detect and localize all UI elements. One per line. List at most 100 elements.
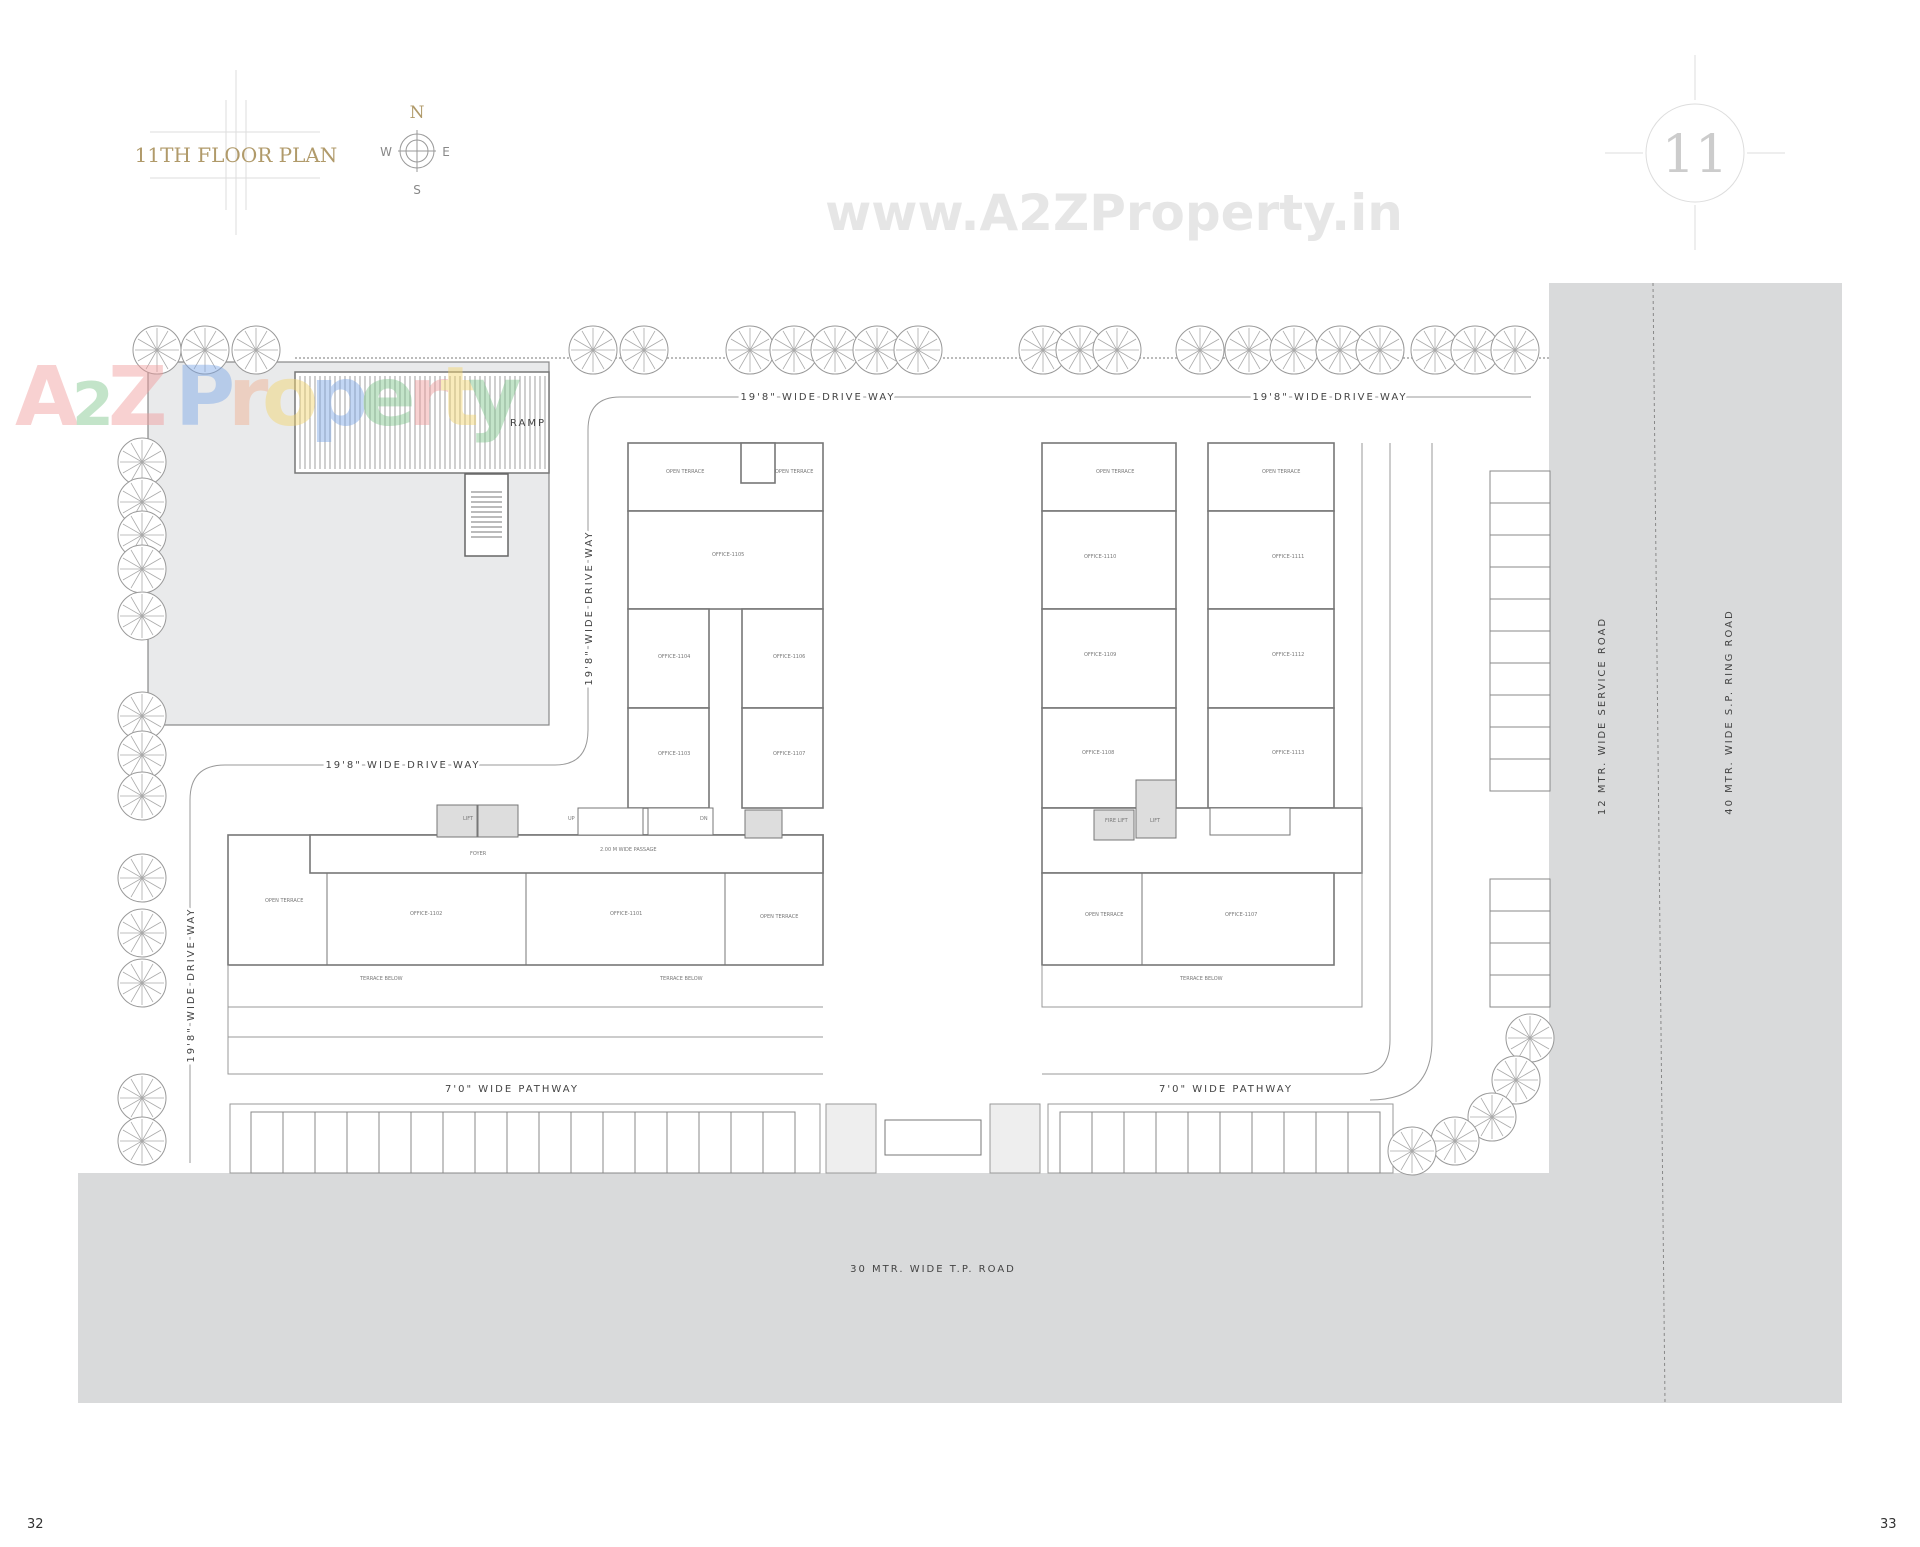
tree-branch	[141, 523, 162, 536]
tree-branch	[141, 715, 162, 728]
tree-branch	[1031, 330, 1044, 351]
tree-icon	[117, 730, 167, 780]
tree-branch	[1474, 349, 1495, 362]
tree-branch	[1229, 338, 1250, 351]
tree-branch	[1379, 338, 1400, 351]
svg-text:P: P	[175, 350, 235, 445]
tree-branch	[592, 349, 613, 362]
tree-branch	[1480, 1116, 1493, 1137]
tree-branch	[1392, 1139, 1413, 1152]
open-terrace-label: OPEN TERRACE	[775, 469, 813, 475]
tree-branch	[1411, 1139, 1432, 1152]
tree-branch	[1529, 1018, 1542, 1039]
tree-branch	[1514, 338, 1535, 351]
tree-branch	[122, 1097, 143, 1110]
trees	[117, 325, 1555, 1176]
tree-branch	[141, 866, 162, 879]
tree-branch	[624, 349, 645, 362]
office-label: OFFICE-1111	[1272, 554, 1304, 560]
tree-branch	[815, 349, 836, 362]
tree-icon	[1092, 325, 1142, 375]
svg-text:y: y	[468, 350, 521, 445]
tree-icon	[117, 544, 167, 594]
title-ornament	[150, 70, 320, 235]
tree-branch	[122, 615, 143, 628]
tree-branch	[141, 877, 154, 898]
tree-icon	[180, 325, 230, 375]
tree-branch	[130, 615, 143, 636]
stair-up-label: UP	[568, 816, 575, 822]
tree-branch	[137, 338, 158, 351]
tree-branch	[1504, 1060, 1517, 1081]
tree-branch	[130, 1121, 143, 1142]
tree-branch	[141, 982, 162, 995]
tree-branch	[1474, 330, 1487, 351]
svg-text:A: A	[15, 350, 79, 445]
tree-branch	[592, 330, 605, 351]
tree-branch	[193, 349, 206, 370]
security-cabin	[884, 1119, 982, 1156]
driveway-label-top-right: 19'8" WIDE DRIVE WAY	[1252, 392, 1407, 403]
tree-icon	[117, 510, 167, 560]
open-terrace-label: OPEN TERRACE	[1085, 912, 1123, 918]
office-label: OFFICE-1113	[1272, 750, 1304, 756]
tree-branch	[141, 913, 154, 934]
tree-branch	[1463, 330, 1476, 351]
tree-branch	[1529, 1026, 1550, 1039]
tree-branch	[1480, 1097, 1493, 1118]
tree-branch	[141, 858, 154, 879]
tree-branch	[1496, 1068, 1517, 1081]
tree-branch	[130, 877, 143, 898]
tree-branch	[1116, 349, 1137, 362]
office-label: OFFICE-1112	[1272, 652, 1304, 658]
tree-branch	[1434, 330, 1447, 351]
svg-text:p: p	[310, 350, 369, 445]
tree-icon	[725, 325, 775, 375]
tree-branch	[122, 866, 143, 879]
tree-branch	[1514, 330, 1527, 351]
tree-branch	[122, 1129, 143, 1142]
ramp-label: RAMP	[510, 418, 546, 429]
tree-branch	[122, 557, 143, 570]
tree-branch	[130, 963, 143, 984]
floor-emblem	[1605, 55, 1785, 250]
tree-branch	[1472, 1105, 1493, 1118]
tree-icon	[132, 325, 182, 375]
tree-branch	[244, 349, 257, 370]
tree-branch	[898, 349, 919, 362]
tree-branch	[1042, 330, 1055, 351]
tree-branch	[1400, 1150, 1413, 1171]
tree-branch	[122, 982, 143, 995]
tree-branch	[1454, 1140, 1467, 1161]
tree-branch	[1079, 330, 1092, 351]
tree-branch	[643, 349, 656, 370]
tree-branch	[122, 932, 143, 945]
tree-branch	[774, 349, 795, 362]
tree-branch	[1060, 338, 1081, 351]
parking-stall	[1489, 694, 1551, 728]
tree-branch	[1415, 349, 1436, 362]
ramp-hatching	[299, 376, 546, 469]
tree-branch	[1339, 330, 1352, 351]
tree-branch	[1031, 349, 1044, 370]
road-divider	[1652, 282, 1666, 1404]
gate-left	[825, 1103, 877, 1174]
office-label: OFFICE-1103	[658, 751, 690, 757]
parking-stall	[1315, 1111, 1349, 1174]
office-label: OFFICE-1108	[1082, 750, 1114, 756]
tree-icon	[1175, 325, 1225, 375]
office-label: OFFICE-1106	[773, 654, 805, 660]
tree-branch	[643, 330, 656, 351]
tree-branch	[782, 330, 795, 351]
tree-branch	[141, 461, 162, 474]
svg-text:Z: Z	[108, 350, 167, 445]
tree-branch	[145, 349, 158, 370]
tree-branch	[1199, 349, 1220, 362]
tree-branch	[1339, 349, 1352, 370]
tree-branch	[1328, 349, 1341, 370]
tree-branch	[130, 1140, 143, 1161]
compass-west: W	[380, 145, 392, 159]
tree-branch	[1463, 349, 1476, 370]
tree-branch	[738, 330, 751, 351]
